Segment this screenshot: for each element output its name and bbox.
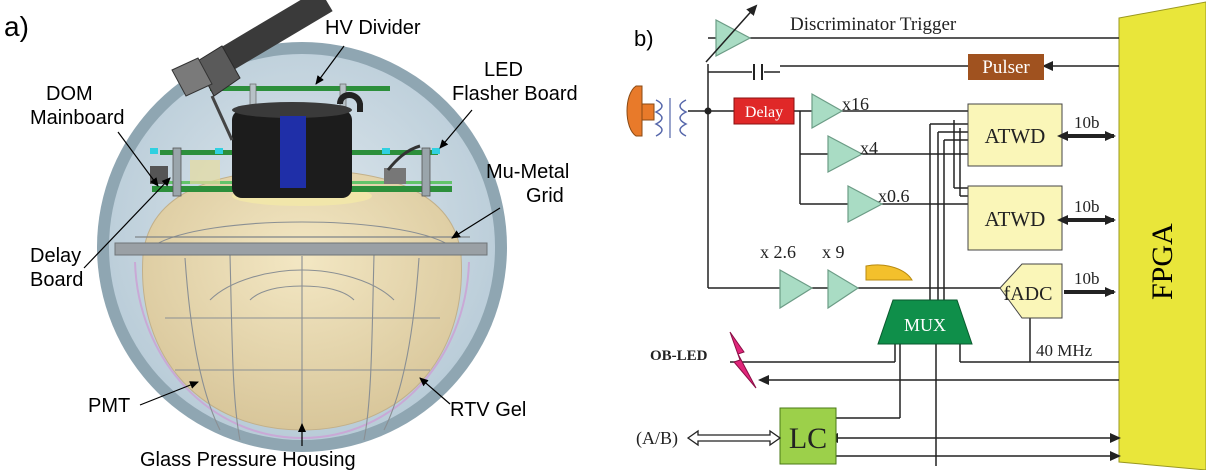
fadc-block	[999, 263, 1063, 319]
panel-b: b) FPGA	[626, 1, 1206, 470]
label-discriminator: Discriminator Trigger	[790, 14, 957, 35]
atwd-1	[967, 103, 1063, 167]
hv-divider-unit	[232, 92, 363, 198]
panel-a-tag: a)	[4, 11, 29, 42]
hv-divider-plate	[210, 86, 390, 91]
label-pmt: PMT	[88, 395, 130, 417]
bits-label-1: 10b	[1074, 113, 1100, 132]
gain-x16-label: x16	[842, 94, 869, 114]
lc-block	[779, 407, 837, 465]
label-rtv-gel: RTV Gel	[450, 399, 526, 421]
label-mumetal-line1: Mu-Metal	[486, 161, 569, 183]
bits-label-3: 10b	[1074, 269, 1100, 288]
fpga-block	[1118, 1, 1206, 470]
panel-b-tag: b)	[634, 26, 654, 51]
atwd-1-label: ATWD	[985, 124, 1046, 148]
gain-x4-label: x4	[860, 138, 878, 158]
ab-link-arrow	[686, 429, 782, 447]
panel-a: a)	[4, 0, 578, 470]
label-delay-line1: Delay	[30, 245, 81, 267]
fpga-label: FPGA	[1146, 223, 1179, 300]
delay-block	[733, 97, 795, 125]
panel-a-annotations: HV Divider LED Flasher Board DOM Mainboa…	[30, 17, 578, 470]
delay-label: Delay	[745, 104, 783, 121]
discriminator-comparator	[705, 4, 758, 63]
atwd-2-label: ATWD	[985, 207, 1046, 231]
gain-x06-label: x0.6	[878, 186, 910, 206]
mu-metal-rim	[114, 242, 488, 256]
pulser-label: Pulser	[982, 57, 1030, 78]
lc-label: LC	[789, 422, 827, 455]
label-delay-line2: Board	[30, 269, 83, 291]
clock-label: 40 MHz	[1036, 341, 1093, 360]
label-glass-housing: Glass Pressure Housing	[140, 449, 356, 470]
mu-metal-grid	[154, 221, 450, 442]
mux-block	[877, 299, 973, 345]
ob-led-icon	[729, 331, 757, 389]
label-led-line1: LED	[484, 59, 523, 81]
gain-x26-label: x 2.6	[760, 242, 796, 262]
ob-led-label: OB-LED	[650, 348, 708, 364]
coupling-capacitor	[753, 64, 763, 80]
fadc-label: fADC	[1004, 283, 1053, 305]
gain-x9-label: x 9	[822, 242, 845, 262]
bits-label-2: 10b	[1074, 197, 1100, 216]
pmt-input-icon	[626, 85, 712, 138]
pulse-shaper	[865, 264, 913, 281]
amplifier-x9	[827, 268, 860, 310]
label-mumetal-line2: Grid	[526, 185, 564, 207]
amplifier-x26	[779, 268, 814, 310]
label-dom-line2: Mainboard	[30, 107, 125, 129]
label-hv-divider: HV Divider	[325, 17, 421, 39]
atwd-2	[967, 185, 1063, 251]
penetrator-cable	[171, 0, 421, 171]
amplifier-x16	[811, 92, 844, 130]
label-dom-line1: DOM	[46, 83, 93, 105]
amplifier-x06	[847, 185, 884, 223]
pulser-block	[968, 54, 1044, 80]
amplifier-x4	[827, 135, 864, 173]
data-buses	[1057, 131, 1116, 297]
ab-label: (A/B)	[636, 428, 678, 449]
mux-label: MUX	[904, 315, 946, 335]
label-led-line2: Flasher Board	[452, 83, 578, 105]
